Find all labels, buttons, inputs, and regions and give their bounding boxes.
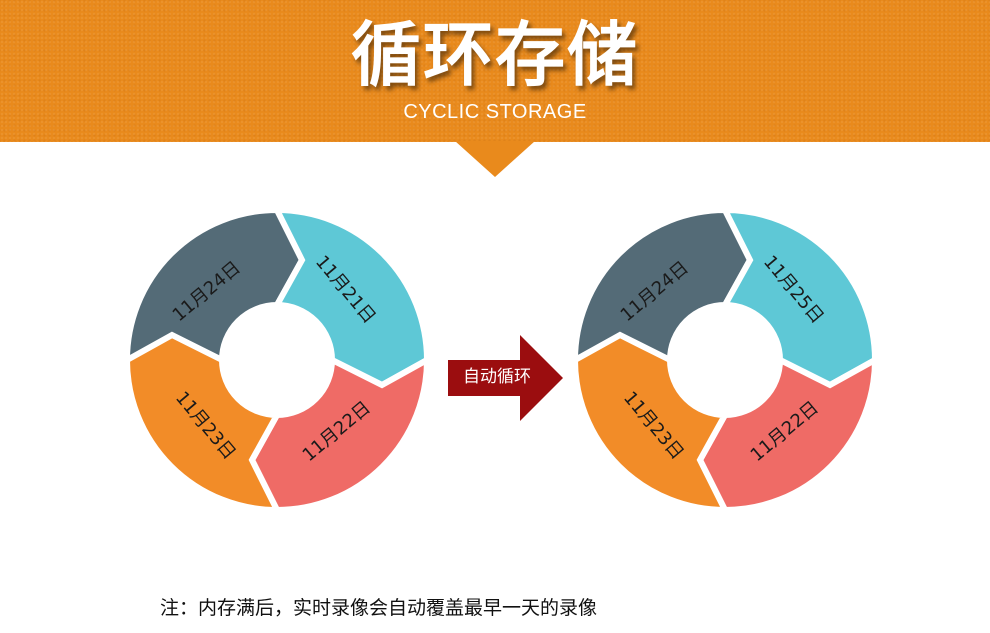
auto-cycle-label: 自动循环 bbox=[463, 367, 531, 387]
segment-top-left bbox=[123, 206, 306, 363]
banner-pointer bbox=[455, 141, 535, 177]
footnote: 注：内存满后，实时录像会自动覆盖最早一天的录像 bbox=[160, 597, 598, 619]
cycle-diagram-before: 11月24日 11月21日 11月22日 11月23日 bbox=[123, 206, 431, 514]
page-title: 循环存储 bbox=[351, 14, 639, 96]
segment-bottom-left bbox=[123, 331, 283, 514]
segment-bottom-left bbox=[571, 331, 731, 514]
segment-bottom-right bbox=[248, 354, 431, 514]
cycle-diagram-after: 11月24日 11月25日 11月22日 11月23日 bbox=[571, 206, 879, 514]
segment-bottom-right bbox=[696, 354, 879, 514]
header-banner bbox=[0, 0, 990, 142]
page-subtitle: CYCLIC STORAGE bbox=[403, 101, 587, 123]
auto-cycle-arrow bbox=[448, 335, 563, 421]
segment-top-right bbox=[719, 206, 879, 389]
segment-top-right bbox=[271, 206, 431, 389]
segment-top-left bbox=[571, 206, 754, 363]
